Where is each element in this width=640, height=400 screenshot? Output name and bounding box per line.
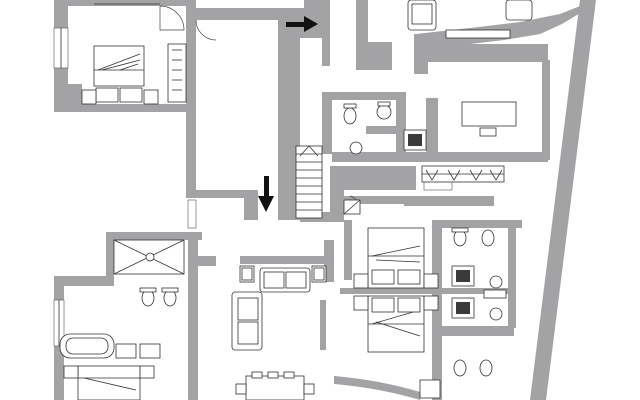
wall-central-column — [278, 20, 300, 220]
staircase — [295, 145, 323, 219]
wall-bath2-right — [508, 228, 516, 328]
door-bedroom — [159, 5, 185, 31]
wall-lower-left-2 — [106, 232, 114, 284]
wall-upper-1 — [356, 0, 368, 70]
wall-upper-2 — [368, 42, 392, 70]
living-room — [231, 265, 327, 400]
bathroom-right — [451, 227, 507, 377]
bed-top-left — [81, 45, 159, 105]
staircase-arrow-icon — [258, 176, 274, 212]
wall-bath-left — [322, 92, 332, 154]
sofa-top — [407, 0, 533, 39]
wall-bedroom-bottom — [68, 104, 196, 112]
lower-curve — [334, 376, 441, 400]
wall-top-right-block — [304, 0, 330, 20]
wall-stairs-left — [322, 20, 330, 66]
wall-living-top — [240, 256, 328, 264]
wall-bath-top — [332, 92, 400, 100]
wall-bath2-mid — [442, 326, 514, 336]
wall-right-room-left — [426, 98, 438, 162]
wall-upper-3 — [414, 34, 428, 74]
wall-mid-horizontal — [196, 190, 246, 198]
wall-bedroom-top — [54, 0, 196, 6]
wall-upper-4 — [428, 44, 548, 62]
bed-center-lower — [353, 295, 439, 353]
shower-left — [113, 239, 185, 275]
wall-top-corridor — [196, 8, 324, 20]
wall-bath2-top — [442, 220, 522, 228]
wall-bath-mid — [366, 126, 396, 134]
small-stair-door — [343, 199, 361, 215]
bed-center-upper — [353, 227, 439, 289]
bathroom-upper — [343, 101, 427, 155]
wall-kitchen-top — [418, 152, 548, 162]
wall-lower-divider — [188, 232, 198, 400]
wall-central-band-2 — [340, 196, 412, 204]
wall-corridor-left — [186, 112, 196, 198]
wall-lower-left-3 — [54, 276, 114, 286]
wall-central-band-3 — [404, 196, 494, 206]
wall-bath-right — [396, 92, 406, 152]
bed-bottom-left — [63, 365, 155, 400]
wardrobe-top-left — [94, 3, 187, 103]
wall-lower-right-stub — [198, 256, 216, 266]
wall-bath-bottom — [332, 152, 428, 162]
wall-central-band — [330, 166, 416, 190]
wall-right-room-divider — [542, 60, 550, 160]
wall-living-right — [324, 240, 334, 282]
wall-right-slanted — [530, 0, 596, 400]
wall-bedroom2-divider — [340, 288, 510, 294]
desk-area — [461, 101, 517, 137]
wall-stub-1 — [244, 190, 258, 220]
wall-living-side — [320, 300, 326, 350]
wall-bedroom-right — [186, 0, 196, 112]
bathroom-left-fixtures — [59, 287, 179, 359]
wall-lower-left-1 — [106, 232, 202, 240]
wall-bedroom2-left — [344, 220, 352, 280]
kitchen-counter — [421, 165, 505, 183]
entrance-arrow-icon — [286, 16, 318, 32]
